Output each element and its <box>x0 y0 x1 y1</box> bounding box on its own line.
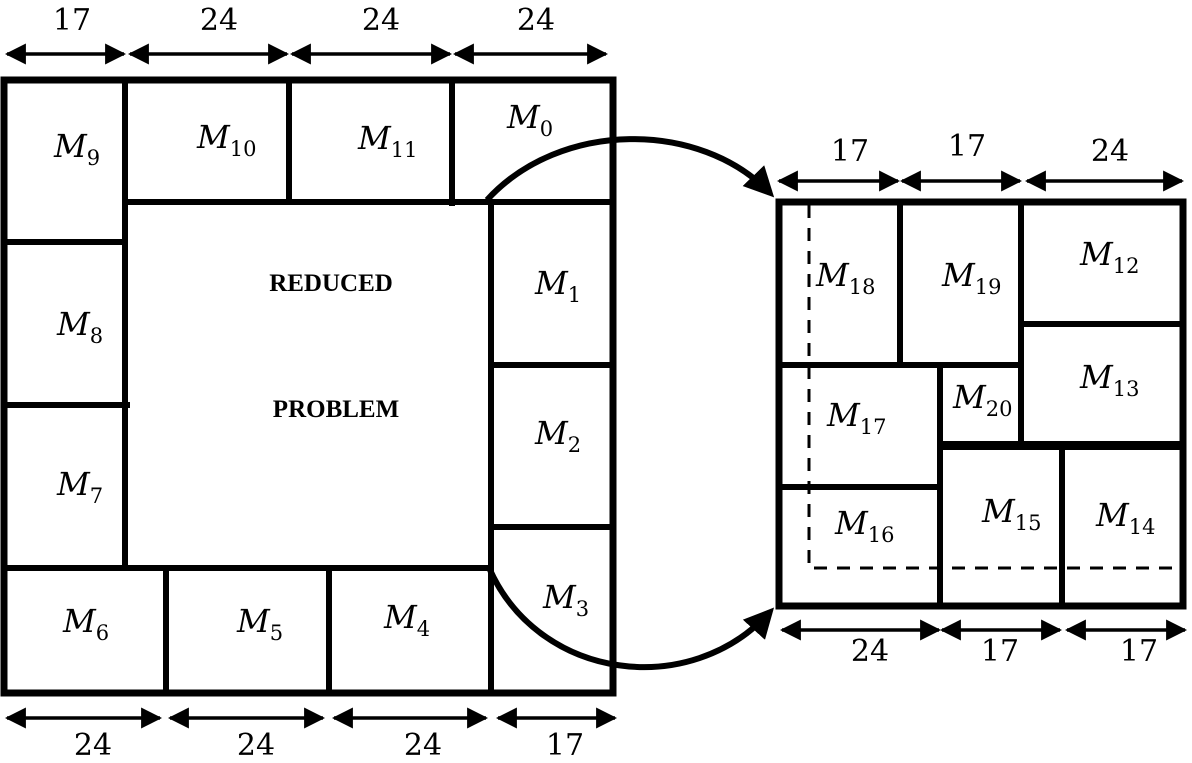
left-partitions <box>1 77 616 696</box>
bottom-mapping-curve <box>487 568 775 670</box>
module-label: M15 <box>981 492 1042 535</box>
reduced-boundary-dashed <box>807 205 1180 570</box>
dimension-label: 17 <box>53 3 91 38</box>
left-square: 17 24 24 24 REDUCED PROBLEM M9 M10 <box>0 3 618 763</box>
module-label: M4 <box>383 598 430 641</box>
dimension-label: 24 <box>74 728 112 763</box>
dimension-label: 24 <box>200 3 238 38</box>
module-label: M3 <box>542 578 589 621</box>
module-label: M8 <box>56 305 103 348</box>
dimension-label: 24 <box>851 634 889 669</box>
right-partitions <box>776 199 1186 609</box>
module-label: M0 <box>506 98 553 141</box>
module-label: M6 <box>62 602 109 645</box>
module-label: M9 <box>53 127 100 170</box>
module-label: M14 <box>1095 496 1156 539</box>
module-label: M7 <box>56 465 103 508</box>
right-top-dimensions: 17 17 24 <box>776 129 1185 192</box>
dimension-label: 24 <box>1091 134 1129 169</box>
module-label: M12 <box>1079 235 1140 278</box>
reduced-label: REDUCED <box>269 270 393 297</box>
left-outer-frame <box>0 76 617 697</box>
left-bottom-dimensions: 24 24 24 17 <box>4 707 618 763</box>
module-label: M20 <box>952 378 1013 421</box>
dimension-label: 24 <box>404 728 442 763</box>
module-label: M1 <box>534 264 581 307</box>
module-label: M5 <box>236 602 283 645</box>
mapping-arrows <box>484 136 775 670</box>
dimension-label: 24 <box>237 728 275 763</box>
module-label: M17 <box>826 396 887 439</box>
module-label: M11 <box>357 119 418 162</box>
module-label: M13 <box>1079 358 1140 401</box>
module-label: M10 <box>196 118 257 161</box>
dimension-label: 17 <box>546 728 584 763</box>
module-label: M19 <box>941 256 1002 299</box>
right-outer-frame <box>775 198 1187 610</box>
module-label: M16 <box>834 504 895 547</box>
dimension-label: 17 <box>948 129 986 164</box>
dimension-label: 24 <box>517 3 555 38</box>
module-label: M18 <box>815 256 876 299</box>
dimension-label: 17 <box>1120 634 1158 669</box>
right-square: 17 17 24 M18 M19 M12 M13 M17 M20 M16 <box>775 129 1188 669</box>
right-bottom-dimensions: 24 17 17 <box>779 619 1188 669</box>
left-top-dimensions: 17 24 24 24 <box>4 3 609 65</box>
top-mapping-curve <box>484 136 775 203</box>
problem-label: PROBLEM <box>273 396 399 423</box>
dimension-label: 17 <box>831 134 869 169</box>
dimension-label: 24 <box>362 3 400 38</box>
module-label: M2 <box>534 414 581 457</box>
dimension-label: 17 <box>981 634 1019 669</box>
